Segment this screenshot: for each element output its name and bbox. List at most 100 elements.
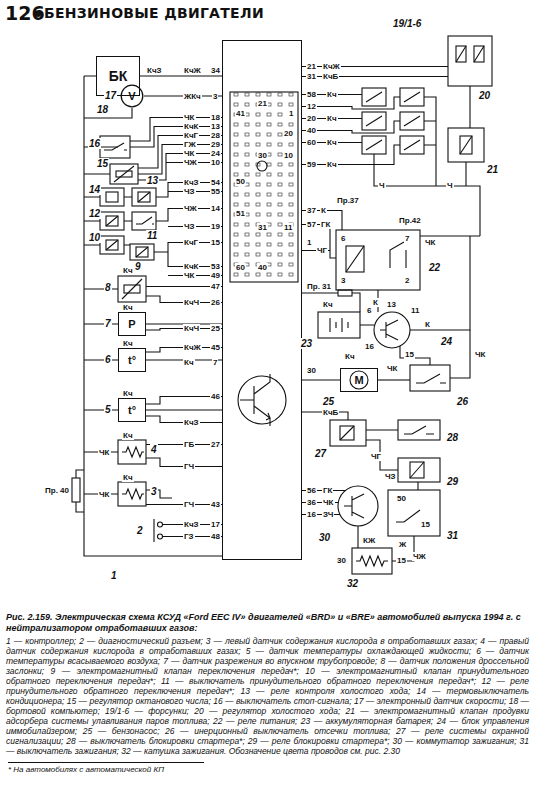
wire-label: 36 — [306, 498, 317, 507]
pin-position: 30 — [257, 151, 268, 160]
wire-label: 30 — [336, 556, 347, 565]
wire-label: ЧК — [322, 498, 335, 507]
wire-label: Кч — [122, 266, 134, 275]
wire-label: 58 — [306, 90, 317, 99]
wire-label: 26 — [210, 298, 221, 307]
wire-label: 25 — [210, 324, 221, 333]
wire-label: 54 — [210, 178, 221, 187]
callout-number: 6 — [104, 354, 112, 365]
wire-label: 19 — [210, 222, 221, 231]
wire-label: 16 — [306, 510, 317, 519]
wire-label: 2 — [404, 276, 410, 285]
wire-label: Ж — [398, 540, 407, 549]
wire-label: ЧГ — [316, 246, 328, 255]
page-number: 126 — [4, 2, 46, 24]
callout-number: 9 — [134, 261, 142, 272]
wire-label: 21 — [306, 62, 317, 71]
wire-label: 47 — [210, 282, 221, 291]
wire-label: 30 — [306, 366, 317, 375]
wire-label: 56 — [306, 486, 317, 495]
pin-position: 20 — [283, 129, 294, 138]
wire-label: 12 — [306, 102, 317, 111]
wire-label: ГБ — [183, 440, 195, 449]
wire-label: Ч — [446, 181, 454, 190]
wire-label: 50 — [396, 494, 407, 503]
callout-number: 26 — [456, 396, 469, 407]
wire-label: Кч — [122, 303, 134, 312]
callout-number: 23 — [300, 338, 313, 349]
pin-position: 21 — [257, 99, 268, 108]
node-text: t° — [128, 354, 136, 366]
wire-label: 15 — [420, 520, 431, 529]
wire-label: Кч — [326, 160, 338, 169]
wire-label: ЖКч — [183, 92, 202, 101]
wiring — [72, 36, 492, 574]
wire-label: 10 — [210, 158, 221, 167]
wire-label: КчГ — [183, 131, 199, 140]
wire-label: КчЧ — [183, 324, 200, 333]
wire-label: Кч — [122, 473, 134, 482]
wire-label: ЧЗ — [183, 187, 196, 196]
controller-frame: 41211203010505131116040 — [222, 40, 302, 560]
wire-label: 15 — [404, 350, 415, 359]
wire-label: 46 — [210, 392, 221, 401]
wire-label: КчК — [183, 262, 199, 271]
callout-number: 31 — [446, 530, 459, 541]
wire-label: КчЖ — [322, 62, 341, 71]
wire-label: К — [320, 206, 327, 215]
wire-label: ЧК — [424, 238, 437, 247]
wire-label: Ч — [378, 181, 386, 190]
pin-position: 11 — [283, 223, 293, 232]
wire-label: Кч — [322, 300, 334, 309]
wire-label: 24 — [210, 149, 221, 158]
callout-number: 29 — [446, 476, 459, 487]
wire-label: 18 — [210, 113, 221, 122]
wire-label: КчЗ — [146, 66, 163, 75]
wire-label: КчЖ — [183, 66, 202, 75]
callout-number: 24 — [440, 336, 453, 347]
callout-number: 4 — [150, 444, 158, 455]
wire-label: 13 — [210, 122, 221, 131]
wire-label: 37 — [306, 206, 317, 215]
callout-number: 28 — [446, 432, 459, 443]
wire-label: ЧК — [183, 149, 196, 158]
wire-label: ГЗ — [183, 532, 195, 541]
wire-label: 15 — [396, 556, 407, 565]
callout-number: 2 — [136, 525, 144, 536]
wire-label: ЧГ — [370, 452, 382, 461]
callout-number: 20 — [478, 90, 491, 101]
wire-label: Кч — [122, 339, 134, 348]
wire-label: Кч — [326, 114, 338, 123]
wire-label: КчЗ — [183, 520, 200, 529]
wire-label: 3 — [212, 92, 218, 101]
callout-number: 27 — [314, 448, 327, 459]
node-text: t° — [128, 404, 136, 416]
wire-label: КчБ — [322, 408, 339, 417]
wire-label: ЧК — [183, 113, 196, 122]
wire-label: 7 — [212, 358, 218, 367]
pin-position: 60 — [235, 263, 246, 272]
wire-label: ЧЖ — [183, 158, 198, 167]
wire-label: ГЧ — [183, 462, 195, 471]
node-text: БК — [109, 68, 128, 84]
fuel-pump-motor: М — [340, 368, 378, 392]
callout-number: 17 — [104, 90, 117, 101]
callout-number: 13 — [146, 175, 159, 186]
wire-connector — [140, 75, 222, 76]
speed-sensor: V — [120, 84, 144, 108]
wire-label: КчЖ — [183, 343, 202, 352]
callout-number: 14 — [88, 184, 101, 195]
wire-label: 17 — [210, 520, 221, 529]
callout-number: 30 — [318, 532, 331, 543]
pin-position: 50 — [235, 177, 246, 186]
wire-label: 6 — [366, 306, 372, 315]
node-text: V — [128, 90, 135, 102]
wire-label: 16 — [364, 342, 375, 351]
wire-label: К — [424, 320, 431, 329]
wire-connector — [302, 379, 340, 380]
callout-number: 1 — [110, 570, 118, 581]
wire-label: ЧЗ — [183, 222, 196, 231]
page-title: БЕНЗИНОВЫЕ ДВИГАТЕЛИ — [44, 5, 264, 22]
pin-position: 10 — [283, 151, 294, 160]
wire-label: Пр. 31 — [306, 282, 332, 291]
